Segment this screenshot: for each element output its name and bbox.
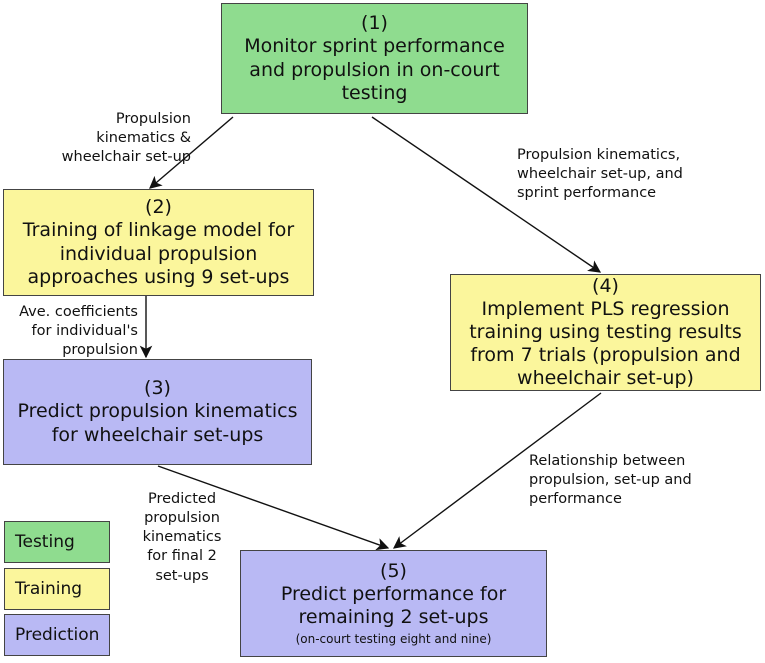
box-5-line: remaining 2 set-ups — [298, 606, 489, 629]
edge-label-line: propulsion — [144, 510, 220, 527]
edge-label-line: Predicted — [147, 491, 217, 507]
box-5-note: (on-court testing eight and nine) — [295, 632, 492, 647]
edge-label-line: Relationship between — [529, 453, 686, 469]
box-4-line: from 7 trials (propulsion and — [470, 344, 741, 367]
arrow-4-to-5 — [392, 392, 602, 549]
box-4-line: Implement PLS regression — [481, 297, 730, 320]
edge-label-line: propulsion — [62, 342, 138, 359]
edge-label-line: Ave. coefficients — [19, 304, 138, 320]
box-3-predict-kinematics: (3) Predict propulsion kinematics for wh… — [3, 359, 312, 465]
edge-label-line: Propulsion kinematics, — [517, 147, 681, 163]
arrow-1-to-4 — [371, 116, 602, 273]
box-2-training-linkage: (2) Training of linkage model for indivi… — [3, 189, 314, 296]
box-1-number: (1) — [361, 12, 388, 35]
arrow-3-to-5 — [157, 465, 390, 551]
edge-label-4-to-5: Relationship between propulsion, set-up … — [529, 452, 692, 509]
edge-label-3-to-5: Predicted propulsion kinematics for fina… — [132, 490, 232, 586]
box-3-number: (3) — [144, 377, 171, 400]
box-1-line: and propulsion in on-court — [249, 58, 500, 81]
edge-label-line: wheelchair set-up — [61, 149, 191, 166]
edge-label-line: sprint performance — [517, 185, 657, 202]
box-1-monitor: (1) Monitor sprint performance and propu… — [221, 3, 528, 114]
box-5-predict-performance: (5) Predict performance for remaining 2 … — [240, 550, 547, 657]
box-4-pls-regression: (4) Implement PLS regression training us… — [450, 274, 761, 391]
arrow-1-to-2 — [149, 116, 234, 189]
edge-label-line: Propulsion — [115, 111, 191, 127]
edge-label-1-to-2: Propulsion kinematics & wheelchair set-u… — [62, 110, 191, 167]
box-2-line: approaches using 9 set-ups — [27, 265, 290, 288]
legend-training: Training — [4, 568, 110, 610]
edge-label-line: performance — [529, 491, 622, 508]
legend-prediction-label: Prediction — [15, 625, 100, 645]
box-5-line: Predict performance for — [280, 583, 507, 606]
box-3-line: for wheelchair set-ups — [51, 423, 264, 446]
box-3-line: Predict propulsion kinematics — [17, 400, 298, 423]
box-4-line: wheelchair set-up) — [517, 367, 694, 390]
edge-label-line: for individual's — [31, 323, 138, 340]
edge-label-line: wheelchair set-up, and — [517, 166, 683, 183]
legend-testing: Testing — [4, 521, 110, 563]
edge-label-1-to-4: Propulsion kinematics, wheelchair set-up… — [517, 146, 683, 203]
edge-label-2-to-3: Ave. coefficients for individual's propu… — [19, 303, 138, 360]
edge-label-line: set-ups — [155, 567, 209, 584]
box-4-line: training using testing results — [469, 320, 742, 343]
legend-prediction: Prediction — [4, 614, 110, 656]
edge-label-line: kinematics — [142, 529, 222, 546]
box-5-number: (5) — [380, 559, 407, 582]
box-2-number: (2) — [145, 196, 172, 219]
edge-label-line: kinematics & — [96, 130, 191, 147]
box-2-line: individual propulsion — [59, 242, 258, 265]
box-1-line: testing — [341, 81, 408, 104]
legend-training-label: Training — [15, 579, 83, 599]
box-1-line: Monitor sprint performance — [244, 35, 505, 58]
box-4-number: (4) — [592, 274, 619, 297]
edge-label-line: for final 2 — [147, 548, 217, 565]
edge-label-line: propulsion, set-up and — [529, 472, 692, 489]
box-2-line: Training of linkage model for — [22, 219, 295, 242]
legend-testing-label: Testing — [15, 532, 75, 552]
